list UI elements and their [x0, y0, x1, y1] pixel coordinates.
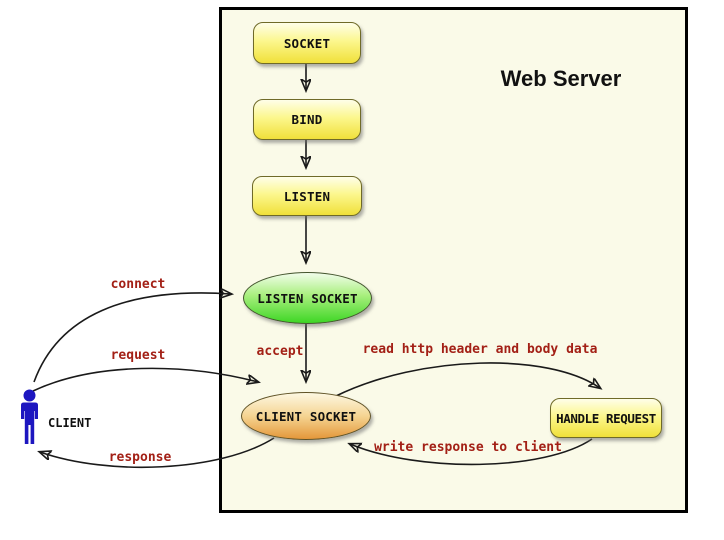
- node-socket: SOCKET: [253, 22, 361, 64]
- node-listen-socket: LISTEN SOCKET: [243, 272, 372, 324]
- arrow-connect: [33, 293, 231, 383]
- client-label: CLIENT: [48, 416, 92, 430]
- node-listen-socket-label: LISTEN SOCKET: [257, 290, 358, 306]
- edge-label-accept: accept: [256, 344, 304, 359]
- edge-label-request: request: [110, 348, 166, 363]
- node-handle-request-label: HANDLE REQUEST: [556, 410, 656, 426]
- node-listen: LISTEN: [252, 176, 362, 216]
- edge-label-response: response: [108, 450, 172, 465]
- diagram-title: Web Server: [500, 66, 622, 91]
- node-handle-request: HANDLE REQUEST: [550, 398, 662, 438]
- edge-label-connect: connect: [110, 277, 166, 292]
- client-person-icon: [21, 389, 38, 444]
- edge-label-write-response: write response to client: [374, 440, 562, 455]
- node-bind-label: BIND: [291, 112, 323, 127]
- node-bind: BIND: [253, 99, 361, 140]
- node-socket-label: SOCKET: [283, 35, 331, 51]
- node-client-socket-label: CLIENT SOCKET: [255, 408, 357, 424]
- edge-label-read-http: read http header and body data: [362, 342, 598, 357]
- node-listen-label: LISTEN: [283, 188, 331, 204]
- node-client-socket: CLIENT SOCKET: [241, 392, 371, 440]
